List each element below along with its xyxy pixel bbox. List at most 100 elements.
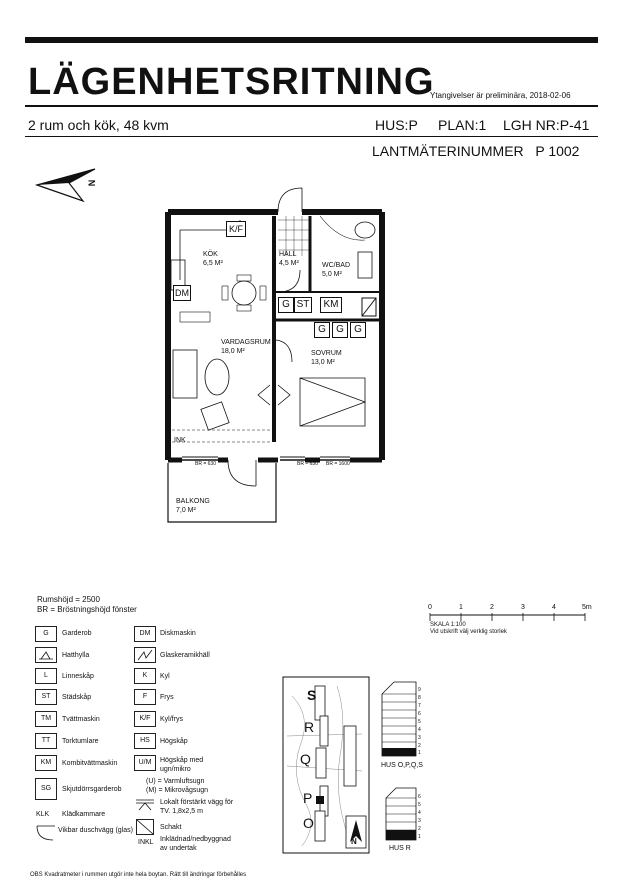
legend-text-schakt: Schakt bbox=[160, 824, 182, 831]
legend-code-garderob: G bbox=[35, 626, 57, 642]
scale-sublabel: Vid utskrift välj verklig storlek bbox=[430, 629, 507, 635]
room-sovrum-area: 13,0 m² bbox=[311, 359, 335, 366]
legend-text-mikro: (M) = Mikrovågsugn bbox=[146, 787, 209, 794]
elev-a-floor-2: 2 bbox=[418, 743, 421, 749]
legend-text-klk: Klädkammare bbox=[62, 811, 106, 818]
room-balkong-area: 7,0 m² bbox=[176, 507, 196, 514]
legend-code-stad: ST bbox=[35, 689, 57, 705]
footer-note: OBS Kvadratmeter i rummen utgör inte hel… bbox=[30, 872, 247, 878]
legend-icon-hatthylla bbox=[35, 647, 57, 663]
lgh-label: LGH NR:P-41 bbox=[503, 117, 590, 133]
legend-text-tvatt: Tvättmaskin bbox=[62, 716, 100, 723]
legend-text-skjut: Skjutdörrsgarderob bbox=[62, 786, 122, 793]
room-wc-area: 5,0 m² bbox=[322, 271, 342, 278]
room-wc-name: WC/BAD bbox=[322, 262, 350, 269]
legend-code-linne: L bbox=[35, 668, 57, 684]
scale-tick-5: 5m bbox=[582, 604, 592, 611]
legend-text-kylfrys: Kyl/frys bbox=[160, 716, 183, 723]
site-letter-o: O bbox=[303, 815, 314, 831]
legend-text-hogskap: Högskåp bbox=[160, 738, 188, 745]
elev-b-floor-2: 2 bbox=[418, 826, 421, 832]
scale-tick-0: 0 bbox=[428, 604, 432, 611]
document-title: LÄGENHETSRITNING bbox=[28, 61, 435, 103]
legend-code-frys: F bbox=[134, 689, 156, 705]
scale-tick-1: 1 bbox=[459, 604, 463, 611]
north-arrow-icon bbox=[35, 168, 96, 203]
elev-b-floor-1: 1 bbox=[418, 834, 421, 840]
room-kok-name: KÖK bbox=[203, 251, 218, 258]
site-letter-r: R bbox=[304, 719, 315, 735]
site-north-label: N bbox=[351, 837, 357, 846]
elev-a-floor-6: 6 bbox=[418, 711, 421, 717]
window-br-2: BR = 630 bbox=[297, 461, 318, 467]
legend-text-frys: Frys bbox=[160, 694, 174, 701]
floor-plan bbox=[165, 187, 385, 523]
room-vardagsrum-name: VARDAGSRUM bbox=[221, 339, 271, 346]
scale-tick-4: 4 bbox=[552, 604, 556, 611]
site-letter-s: S bbox=[307, 687, 317, 703]
sub-rule bbox=[25, 136, 598, 137]
elev-a-floor-1: 1 bbox=[418, 750, 421, 756]
legend-text-hatthylla: Hatthylla bbox=[62, 652, 90, 659]
legend-text-linne: Linneskåp bbox=[62, 673, 94, 680]
elev-b-floor-3: 3 bbox=[418, 818, 421, 824]
elevation-hus-r bbox=[385, 787, 417, 841]
room-hall-name: HALL bbox=[279, 251, 297, 258]
legend-code-hogskap: HS bbox=[134, 733, 156, 749]
elev-b-floor-6: 6 bbox=[418, 794, 421, 800]
scale-bar bbox=[429, 613, 586, 621]
lantmateri-number: LANTMÄTERINUMMER P 1002 bbox=[372, 143, 580, 159]
legend-code-kylfrys: K/F bbox=[134, 711, 156, 727]
scale-tick-2: 2 bbox=[490, 604, 494, 611]
tag-kylfrys: K/F bbox=[226, 221, 246, 237]
legend-text-hall: Glaskeramikhäll bbox=[160, 652, 210, 659]
hus-label: HUS:P bbox=[375, 117, 418, 133]
title-rule bbox=[25, 105, 598, 107]
elev-a-floor-3: 3 bbox=[418, 735, 421, 741]
br-explanation: BR = Bröstningshöjd fönster bbox=[37, 605, 137, 614]
tag-stadskap: ST bbox=[294, 297, 312, 313]
legend-code-skjut: SG bbox=[35, 778, 57, 800]
legend-text-dusch: Vikbar duschvägg (glas) bbox=[58, 827, 133, 834]
room-hall-area: 4,5 m² bbox=[279, 260, 299, 267]
elev-a-floor-5: 5 bbox=[418, 719, 421, 725]
legend-code-kyl: K bbox=[134, 668, 156, 684]
room-sovrum-name: SOVRUM bbox=[311, 350, 342, 357]
legend-icon-tv-wall bbox=[136, 799, 154, 811]
room-kok-area: 6,5 m² bbox=[203, 260, 223, 267]
site-letter-q: Q bbox=[300, 751, 311, 767]
tag-garderob-2: G bbox=[332, 322, 348, 338]
legend-code-klk: KLK bbox=[36, 811, 50, 818]
legend-code-kombi: KM bbox=[35, 755, 57, 771]
apartment-description: 2 rum och kök, 48 kvm bbox=[28, 117, 169, 133]
legend-text-varmluft: (U) = Varmluftsugn bbox=[146, 778, 205, 785]
elev-b-label: HUS R bbox=[389, 845, 411, 852]
plan-label: PLAN:1 bbox=[438, 117, 487, 133]
tag-inklad: INK bbox=[174, 437, 186, 444]
top-rule bbox=[25, 37, 598, 43]
elev-a-label: HUS O,P,Q,S bbox=[381, 762, 423, 769]
legend-code-disk: DM bbox=[134, 626, 156, 642]
elev-b-floor-4: 4 bbox=[418, 810, 421, 816]
legend-text-stad: Städskåp bbox=[62, 694, 92, 701]
legend-text-tv-wall: Lokalt förstärkt vägg för TV. 1,8x2,5 m bbox=[160, 799, 234, 815]
legend-text-kyl: Kyl bbox=[160, 673, 170, 680]
scale-label: SKALA 1:100 bbox=[430, 622, 466, 628]
legend-code-ugn: U/M bbox=[134, 755, 156, 771]
north-label: N bbox=[86, 179, 97, 187]
scale-tick-3: 3 bbox=[521, 604, 525, 611]
legend-text-tork: Torktumlare bbox=[62, 738, 99, 745]
legend-icon-hall bbox=[134, 647, 156, 663]
elev-a-floor-4: 4 bbox=[418, 727, 421, 733]
elev-a-floor-9: 9 bbox=[418, 687, 421, 693]
legend-text-garderob: Garderob bbox=[62, 630, 92, 637]
tag-garderob-hall: G bbox=[278, 297, 294, 313]
room-balkong-name: BALKONG bbox=[176, 498, 210, 505]
site-plan bbox=[282, 676, 370, 854]
window-br-3: BR = 1600 bbox=[326, 461, 350, 467]
legend-text-kombi: Kombitvättmaskin bbox=[62, 760, 118, 767]
legend-code-inkl: INKL bbox=[138, 839, 154, 846]
tag-garderob-3: G bbox=[350, 322, 366, 338]
legend-icon-duschvagg bbox=[36, 825, 55, 841]
elev-a-floor-8: 8 bbox=[418, 695, 421, 701]
